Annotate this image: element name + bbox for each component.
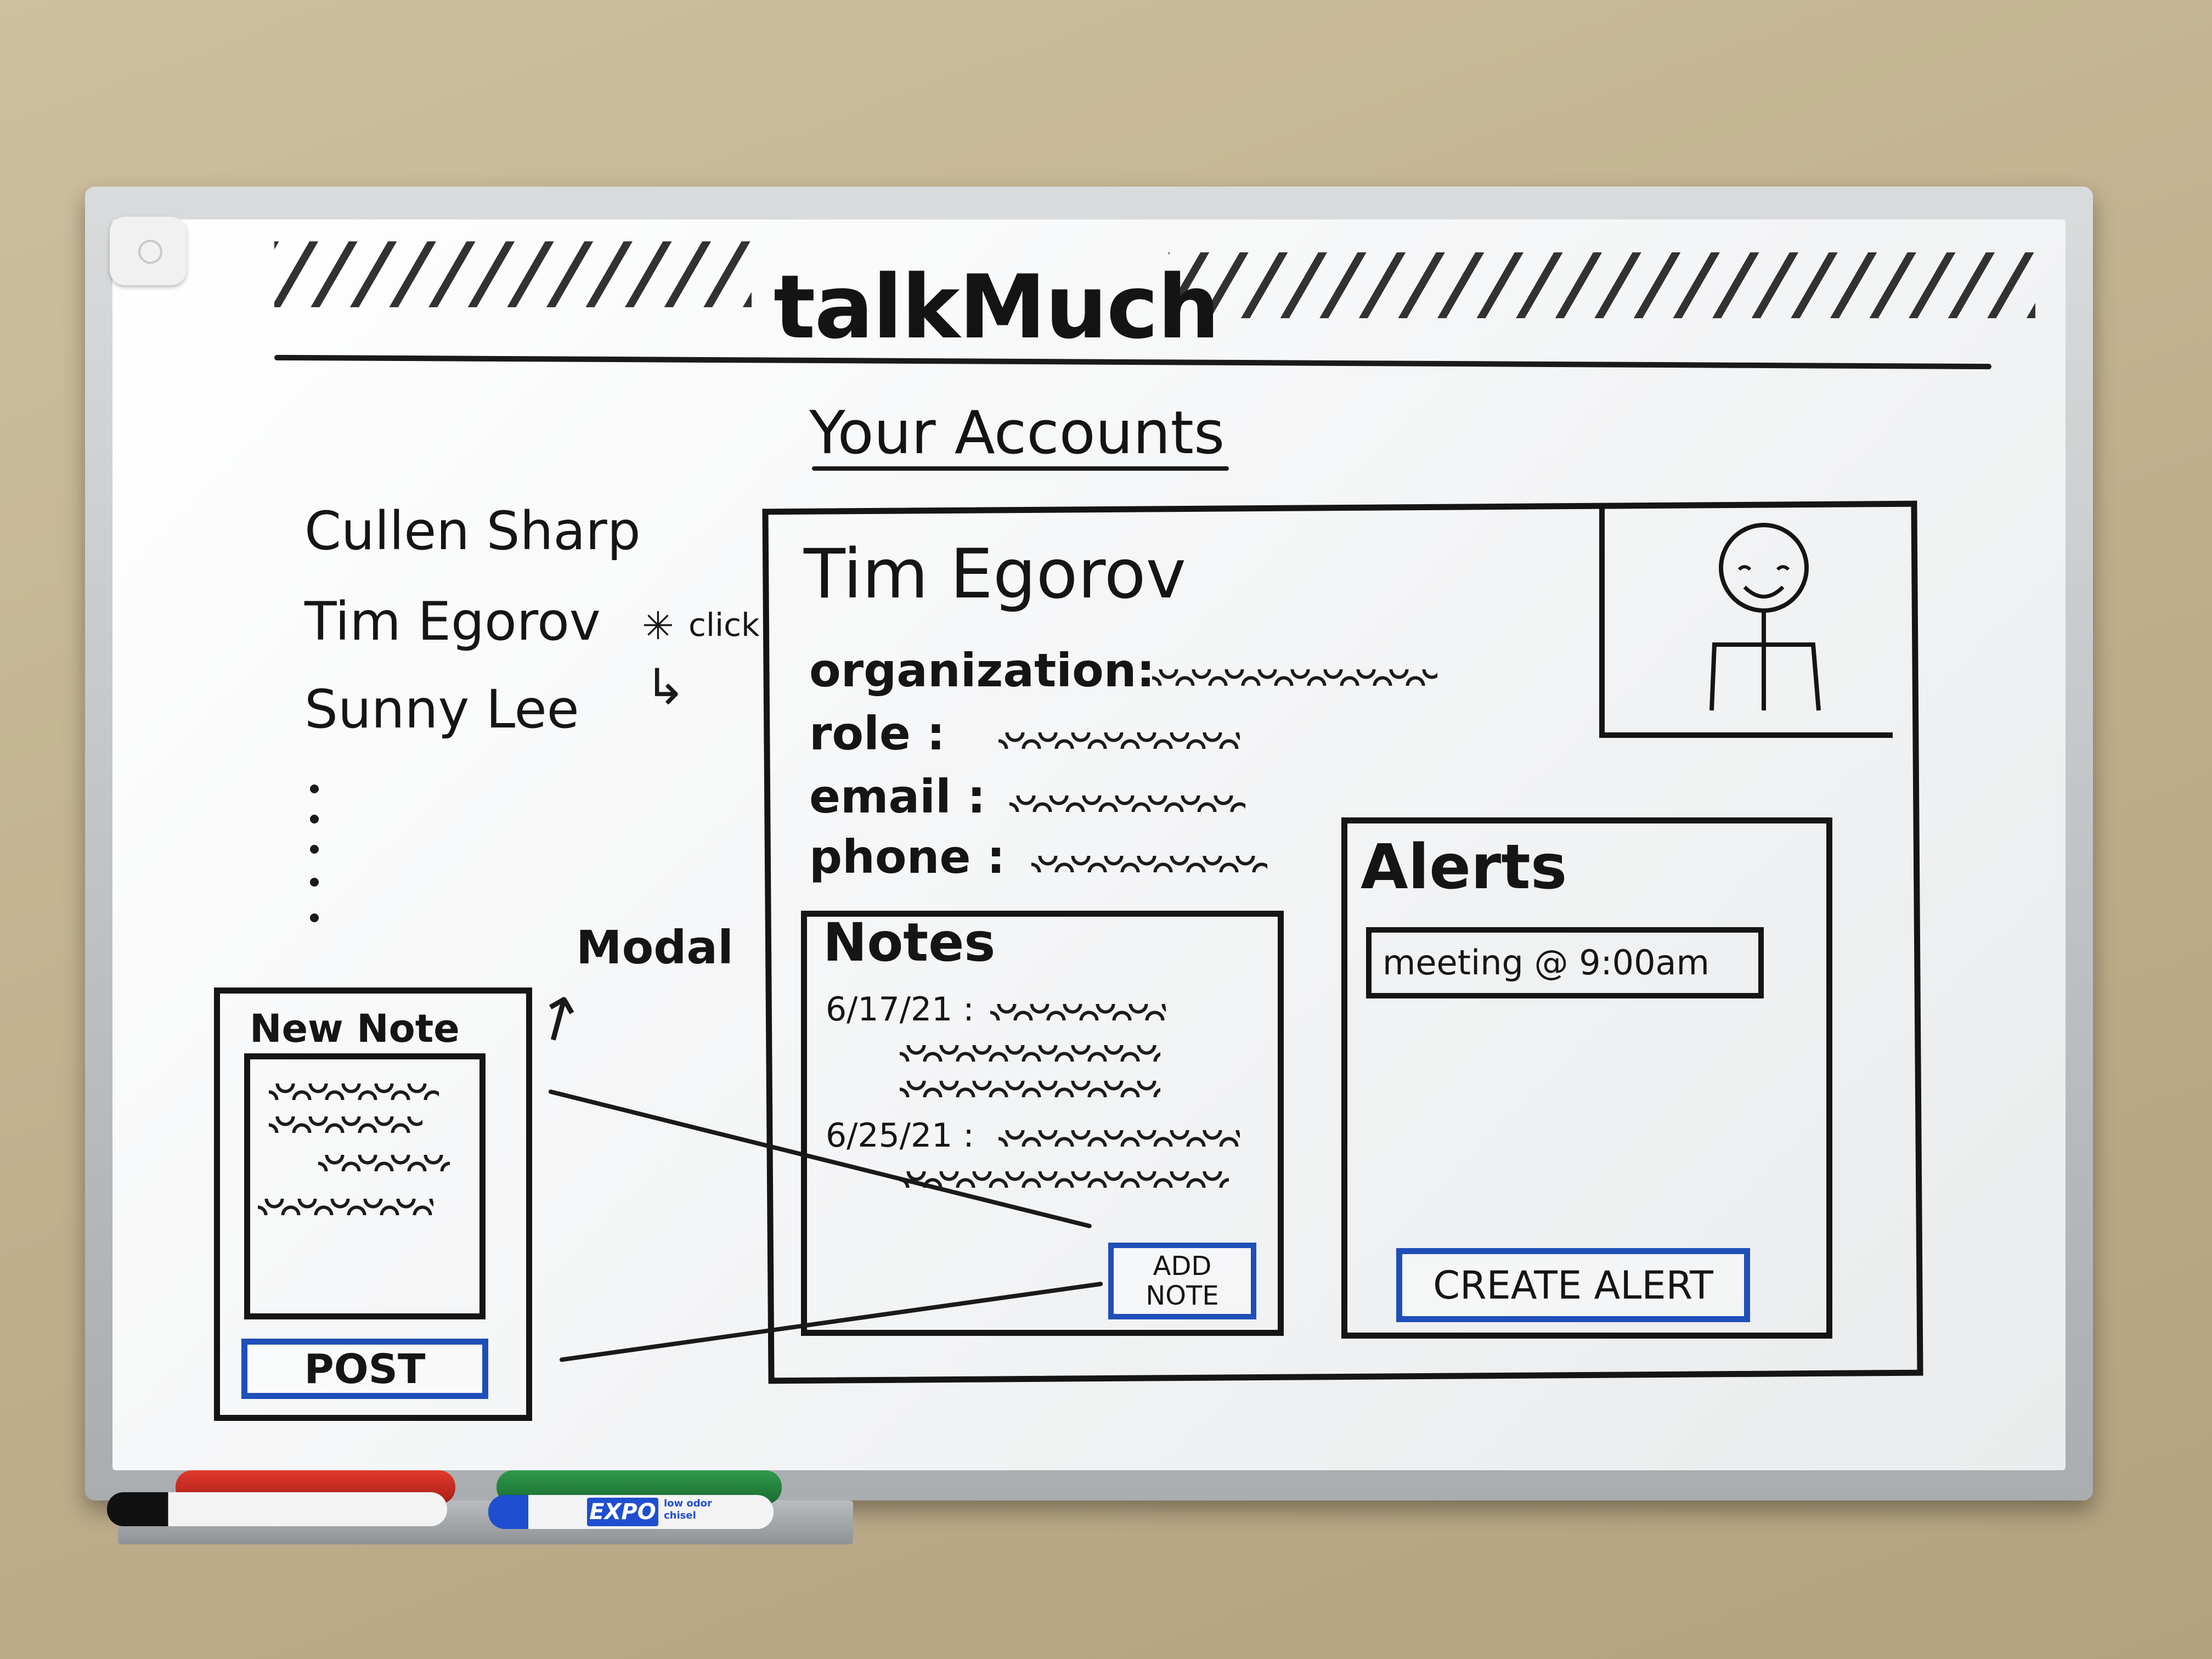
marker-sub-label: low odor chisel [664,1498,712,1521]
textarea-text-line [269,1116,422,1133]
marker-brand-label: EXPO [587,1498,658,1526]
app-title: talkMuch [774,256,1220,358]
field-role-value [998,732,1240,749]
avatar-stick-figure-icon [1709,523,1821,711]
account-item-tim-egorov[interactable]: Tim Egorov [304,591,601,652]
account-item-cullen-sharp[interactable]: Cullen Sharp [304,500,641,562]
page-title: Your Accounts [809,399,1225,467]
modal-title: New Note [250,1006,460,1051]
field-role-label: role : [809,707,945,760]
post-button[interactable]: POST [241,1339,488,1399]
list-more-dot [310,815,319,823]
note-date: 6/25/21 : [826,1116,974,1155]
note-text-line [990,1004,1166,1020]
notes-title: Notes [823,912,996,973]
field-organization-label: organization: [809,644,1155,697]
list-more-dot [310,785,319,793]
list-more-dot [310,878,319,887]
field-phone-value [1031,856,1267,872]
note-date: 6/17/21 : [826,990,974,1029]
click-burst-icon: ✳ [642,603,674,648]
mount-clip [110,217,187,285]
list-more-dot [310,913,319,922]
new-note-modal [214,988,532,1421]
alerts-title: Alerts [1361,832,1567,903]
list-more-dot [310,845,319,854]
header-hatch-left [274,241,752,307]
field-phone-label: phone : [809,830,1006,884]
create-alert-button[interactable]: CREATE ALERT [1396,1248,1750,1322]
click-annotation: click [689,606,760,644]
add-note-button[interactable]: ADD NOTE [1108,1243,1256,1319]
whiteboard-surface [112,219,2066,1470]
field-organization-value [1152,669,1437,686]
arrow-right-icon: ↳ [645,658,686,716]
contact-name: Tim Egorov [804,535,1187,614]
avatar-frame [1599,507,1893,738]
note-text-line [900,1171,1229,1188]
alerts-panel [1341,817,1832,1339]
account-item-sunny-lee[interactable]: Sunny Lee [304,679,579,740]
textarea-text-line [269,1084,439,1100]
note-textarea[interactable] [244,1053,486,1319]
modal-annotation: Modal [576,921,733,974]
note-text-line [900,1045,1160,1062]
alert-item[interactable]: meeting @ 9:00am [1366,927,1764,998]
header-hatch-right [1169,252,2035,318]
textarea-text-line [318,1155,450,1171]
note-text-line [900,1081,1160,1097]
note-text-line [998,1130,1240,1147]
notes-panel [801,911,1284,1336]
field-email-label: email : [809,770,986,823]
black-marker [107,1492,447,1526]
field-email-value [1009,795,1245,812]
textarea-text-line [258,1199,433,1215]
page-title-underline [812,466,1229,471]
